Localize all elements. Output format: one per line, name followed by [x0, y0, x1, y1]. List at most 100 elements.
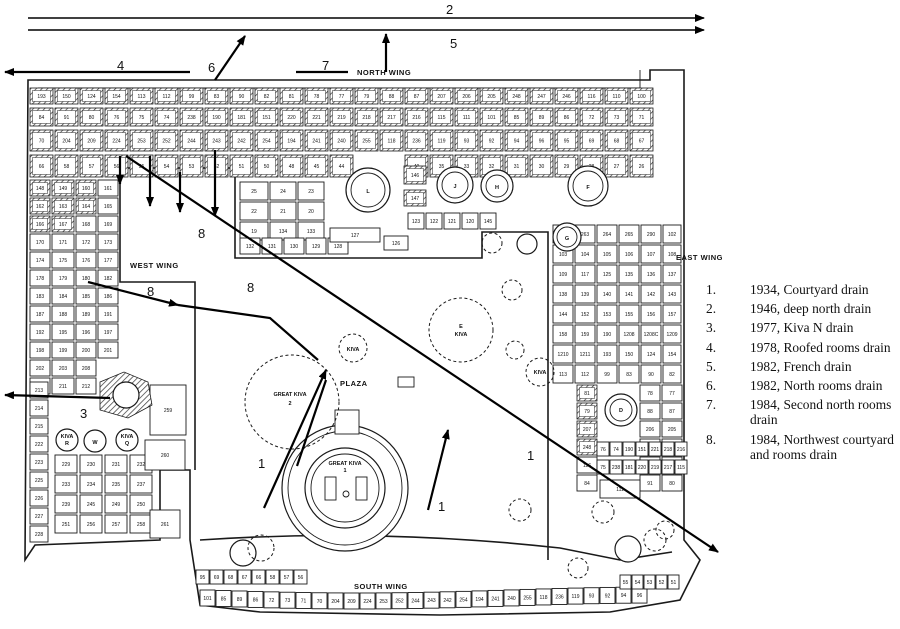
- room: [609, 459, 623, 475]
- room-number: 166: [36, 222, 45, 228]
- room: [231, 590, 248, 608]
- room-number: 242: [443, 598, 452, 604]
- room: [643, 574, 656, 590]
- room-number: 261: [161, 522, 170, 528]
- room-number: 241: [312, 139, 321, 145]
- room: [640, 244, 662, 264]
- room: [29, 453, 49, 471]
- kiva-d-letter: D: [619, 408, 623, 414]
- room-number: 71: [639, 115, 645, 121]
- room: [391, 592, 408, 610]
- room-number: 255: [523, 595, 532, 601]
- room: [29, 489, 49, 507]
- room-number: 66: [39, 164, 45, 170]
- room: [75, 359, 97, 377]
- room-number: 172: [82, 240, 91, 246]
- room-number: 77: [669, 391, 675, 397]
- room-number: 205: [487, 94, 496, 100]
- room: [29, 381, 49, 399]
- room: [667, 574, 680, 590]
- room-number: 197: [104, 330, 113, 336]
- room: [329, 227, 381, 243]
- room-number: 191: [104, 312, 113, 318]
- room: [535, 588, 552, 606]
- room: [661, 441, 675, 457]
- room-number: 154: [668, 352, 677, 358]
- room: [327, 592, 344, 610]
- room-number: 54: [164, 164, 170, 170]
- room-number: 185: [82, 294, 91, 300]
- great-kiva-2-label: GREAT KIVA: [273, 392, 306, 398]
- room-number: 156: [647, 312, 656, 318]
- room-number: 216: [412, 115, 421, 121]
- room-number: 167: [59, 222, 68, 228]
- room-number: 193: [37, 94, 46, 100]
- room-number: 94: [514, 139, 520, 145]
- kiva-e-letter: E: [459, 324, 463, 330]
- room: [455, 590, 472, 608]
- room: [661, 402, 683, 420]
- room: [567, 587, 584, 605]
- room-number: 72: [589, 115, 595, 121]
- room-number: 103: [559, 252, 568, 258]
- legend-item: 5.1982, French drain: [706, 359, 894, 374]
- room-number: 148: [36, 186, 45, 192]
- room: [574, 244, 596, 264]
- room-number: 200: [82, 348, 91, 354]
- room-number: 69: [589, 139, 595, 145]
- room-number: 204: [62, 139, 71, 145]
- kivas: GREAT KIVA 1 GREAT KIVA 2 E KIVA KIVA KI…: [55, 165, 675, 579]
- room-number: 57: [284, 575, 290, 581]
- room: [75, 377, 97, 395]
- room-number: 207: [583, 427, 592, 433]
- room-number: 176: [82, 258, 91, 264]
- room: [129, 474, 153, 494]
- legend-number: 7.: [706, 397, 717, 413]
- room-number: 209: [87, 139, 96, 145]
- room: [596, 344, 618, 364]
- room: [251, 569, 266, 585]
- room-number: 158: [559, 332, 568, 338]
- room-number: 108: [668, 252, 677, 258]
- kiva-s-label: KIVA: [534, 370, 547, 376]
- room-number: 177: [104, 258, 113, 264]
- room: [662, 244, 682, 264]
- room: [237, 569, 252, 585]
- legend-number: 8.: [706, 431, 717, 447]
- room-number: 33: [464, 164, 470, 170]
- room-number: 165: [104, 204, 113, 210]
- room-number: 204: [331, 599, 340, 605]
- room: [149, 384, 187, 436]
- room-number: 44: [339, 164, 345, 170]
- room-number: 208: [82, 366, 91, 372]
- room: [54, 494, 78, 514]
- room: [29, 341, 51, 359]
- room-number: 66: [256, 575, 262, 581]
- legend-text: 1984, Northwest courtyard and rooms drai…: [750, 431, 894, 462]
- room-number: 242: [237, 139, 246, 145]
- room-number: 101: [487, 115, 496, 121]
- room: [662, 284, 682, 304]
- room-number: 215: [35, 424, 44, 430]
- room-number: 57: [89, 164, 95, 170]
- room: [359, 592, 376, 610]
- room-number: 230: [87, 462, 96, 468]
- room: [195, 569, 210, 585]
- room-number: 58: [64, 164, 70, 170]
- room-number: 107: [647, 252, 656, 258]
- kiva-e-label: KIVA: [455, 332, 468, 338]
- room: [215, 590, 232, 607]
- room-number: 203: [59, 366, 68, 372]
- room: [247, 590, 264, 608]
- room: [639, 384, 661, 402]
- room-number: 183: [36, 294, 45, 300]
- room: [574, 284, 596, 304]
- room-number: 68: [228, 575, 234, 581]
- room: [662, 364, 682, 384]
- room: [574, 344, 596, 364]
- room: [79, 454, 103, 474]
- room-number: 115: [438, 115, 446, 121]
- legend-number: 2.: [706, 301, 717, 317]
- room: [29, 435, 49, 453]
